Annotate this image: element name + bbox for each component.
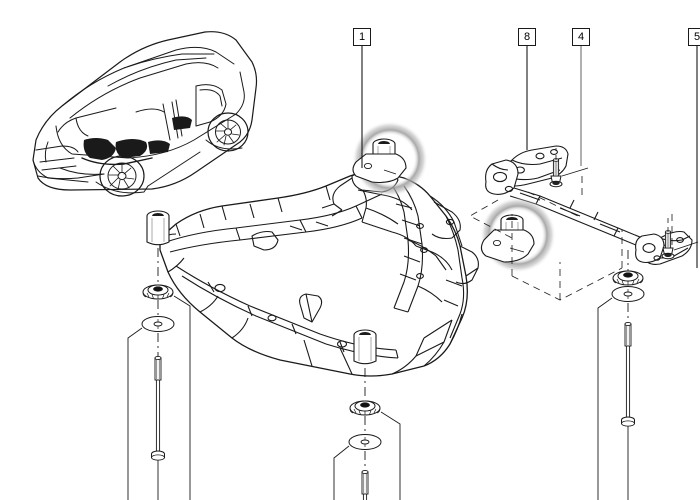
bushing-front-right xyxy=(352,138,407,184)
bushing-rear-center xyxy=(353,329,377,365)
subframe-assembly xyxy=(159,165,479,377)
washer-center xyxy=(348,434,382,450)
nut-right xyxy=(612,270,644,286)
callout-1[interactable]: 1 xyxy=(353,28,371,46)
callout-5[interactable]: 5 xyxy=(688,28,700,46)
hardware-stack-right xyxy=(597,250,645,500)
washer-right xyxy=(611,286,645,302)
construction-lines xyxy=(469,176,673,301)
washer-left xyxy=(141,316,175,332)
nut-left xyxy=(142,284,174,300)
nut-center xyxy=(349,400,381,416)
callout-leaders xyxy=(361,46,698,268)
bolt-tie-bar-left xyxy=(549,148,589,188)
hardware-stack-left xyxy=(127,248,191,500)
bolt-left xyxy=(151,355,165,461)
bolt-center xyxy=(358,469,372,500)
bushing-front-left xyxy=(146,210,170,246)
bolt-right xyxy=(621,321,635,427)
hardware-stack-center xyxy=(333,368,401,500)
vehicle-illustration xyxy=(32,31,258,197)
callout-8[interactable]: 8 xyxy=(518,28,536,46)
bushing-rear-right xyxy=(480,214,535,263)
callout-4[interactable]: 4 xyxy=(572,28,590,46)
bolt-tie-bar-right xyxy=(661,218,699,260)
